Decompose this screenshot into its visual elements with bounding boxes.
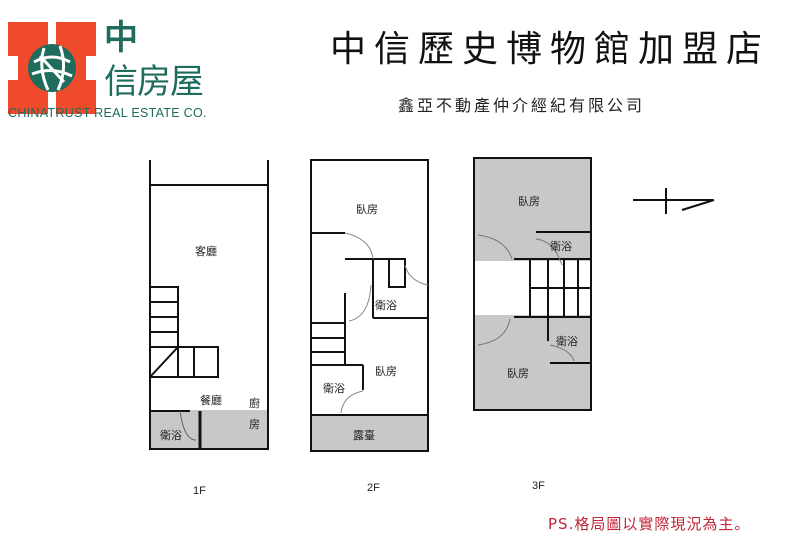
room-label-dining-room: 餐廳 [200,394,222,407]
floor-label-1f: 1F [193,485,206,497]
company-subtitle: 鑫亞不動產仲介經紀有限公司 [398,96,646,115]
floor-plan-3f: 臥房 衛浴 衛浴 臥房 [470,155,595,415]
room-label-bathroom-1: 衛浴 [550,240,572,253]
floor-label-3f: 3F [532,480,545,492]
room-label-bathroom-1: 衛浴 [375,299,397,312]
room-label-terrace: 露臺 [353,429,375,442]
north-arrow-icon [630,180,720,224]
floor-plan-1f: 客廳 餐廳 廚 房 衛浴 [140,155,275,455]
room-label-bathroom: 衛浴 [160,429,182,442]
disclaimer-note: PS.格局圖以實際現況為主。 [548,515,751,533]
logo-brand-cn-line1: 中 [104,18,138,58]
room-label-kitchen-1: 廚 [249,397,260,410]
room-label-bedroom-2: 臥房 [375,365,397,378]
room-label-bathroom-2: 衛浴 [556,335,578,348]
room-label-bedroom-1: 臥房 [518,195,540,208]
logo-brand-cn-line2: 信房屋 [104,62,204,102]
logo-brand-en: CHINATRUST REAL ESTATE CO. [8,106,207,120]
room-label-kitchen-2: 房 [249,418,260,431]
room-label-bedroom-1: 臥房 [356,203,378,216]
room-label-bedroom-2: 臥房 [507,367,529,380]
floor-label-2f: 2F [367,482,380,494]
chinatrust-logo-icon [8,22,96,114]
page-title: 中信歷史博物館加盟店 [330,29,771,70]
room-label-bathroom-2: 衛浴 [323,382,345,395]
logo-mark [8,22,96,114]
floor-plan-2f: 臥房 衛浴 臥房 衛浴 露臺 [305,155,440,455]
room-label-living-room: 客廳 [195,245,217,258]
